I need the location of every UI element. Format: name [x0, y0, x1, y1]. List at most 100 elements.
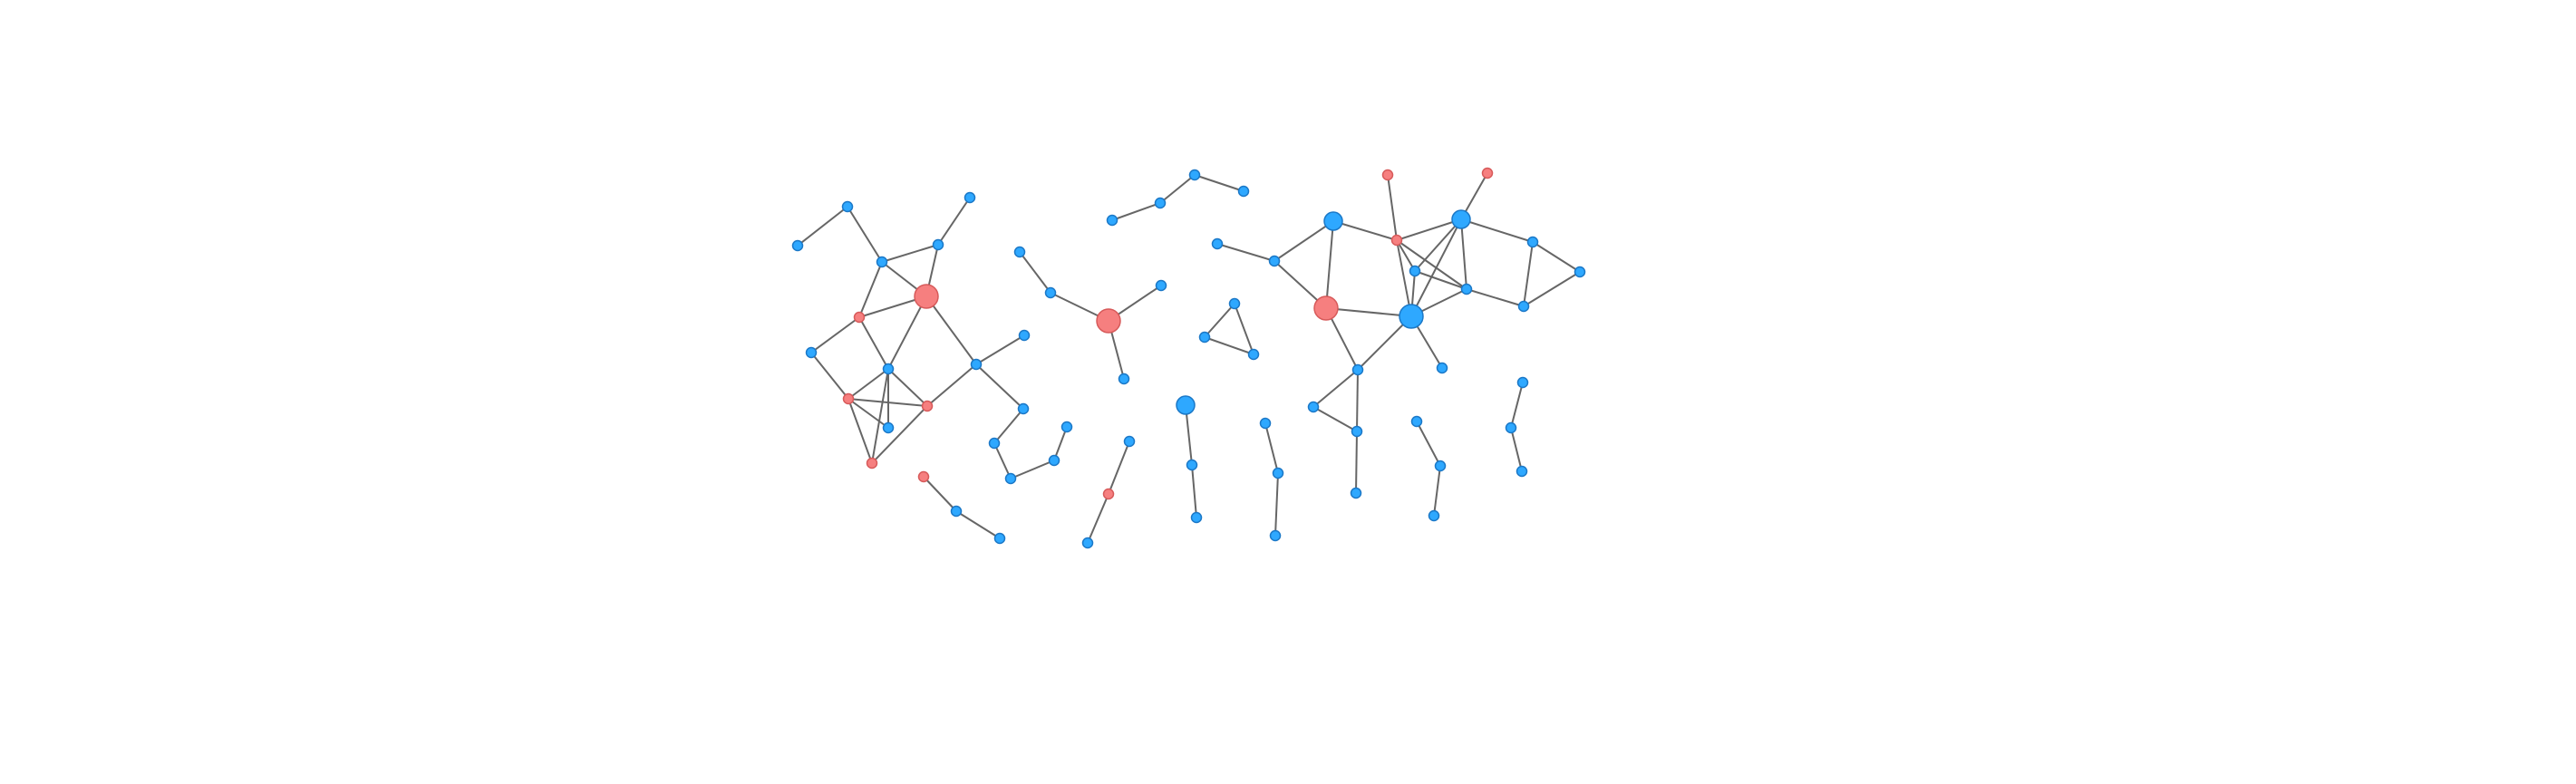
edge-n51-n60	[1357, 315, 1412, 371]
edge-n10-n12	[926, 363, 977, 407]
node-red-n58[interactable]	[1481, 167, 1494, 179]
edge-n16-n17	[993, 408, 1024, 444]
node-blue-n56[interactable]	[1517, 300, 1530, 313]
node-blue-n24[interactable]	[1013, 246, 1026, 258]
node-blue-n68[interactable]	[1505, 421, 1517, 434]
edge-n55-n56	[1523, 241, 1534, 307]
node-blue-n30[interactable]	[1154, 197, 1167, 209]
node-red-n6[interactable]	[914, 284, 939, 309]
edge-n22-n23	[955, 510, 1001, 539]
node-red-n37[interactable]	[1102, 488, 1115, 500]
node-blue-n41[interactable]	[1190, 511, 1203, 524]
node-blue-n45[interactable]	[1211, 237, 1224, 250]
node-blue-n69[interactable]	[1516, 465, 1528, 478]
node-blue-n46[interactable]	[1323, 211, 1343, 231]
edge-n46-n48	[1332, 220, 1398, 241]
edge-n49-n55	[1460, 218, 1534, 243]
node-blue-n26[interactable]	[1044, 286, 1057, 299]
edge-n42-n43	[1264, 422, 1279, 474]
node-blue-n10[interactable]	[970, 358, 983, 371]
node-blue-n60[interactable]	[1351, 363, 1364, 376]
node-blue-n52[interactable]	[1268, 255, 1281, 267]
edge-n48-n51	[1396, 239, 1412, 317]
edge-n67-n68	[1510, 382, 1524, 429]
edge-n7-n8	[810, 316, 860, 353]
node-blue-n23[interactable]	[993, 532, 1006, 545]
node-blue-n54[interactable]	[1460, 283, 1473, 295]
node-blue-n15[interactable]	[1018, 329, 1031, 342]
node-blue-n3[interactable]	[876, 256, 888, 268]
edge-n33-n35	[1234, 303, 1254, 355]
node-blue-n1[interactable]	[791, 239, 804, 252]
node-blue-n61[interactable]	[1307, 401, 1320, 413]
node-blue-n39[interactable]	[1176, 395, 1196, 415]
node-blue-n33[interactable]	[1228, 297, 1241, 310]
node-blue-n57[interactable]	[1574, 266, 1586, 278]
node-blue-n49[interactable]	[1451, 209, 1471, 229]
node-blue-n19[interactable]	[1048, 454, 1060, 467]
edge-n4-n5	[937, 197, 971, 246]
node-red-n48[interactable]	[1390, 234, 1403, 247]
edge-n50-n51	[1325, 307, 1412, 317]
edge-n53-n54	[1414, 270, 1467, 290]
node-red-n7[interactable]	[853, 311, 866, 324]
node-blue-n31[interactable]	[1188, 169, 1201, 181]
node-blue-n28[interactable]	[1118, 373, 1130, 385]
node-blue-n9[interactable]	[882, 363, 895, 375]
edge-n49-n54	[1460, 218, 1467, 290]
node-blue-n29[interactable]	[1106, 214, 1119, 227]
node-blue-n65[interactable]	[1434, 460, 1447, 472]
node-red-n25[interactable]	[1096, 308, 1121, 334]
node-blue-n62[interactable]	[1351, 425, 1363, 438]
node-blue-n53[interactable]	[1409, 265, 1421, 277]
node-blue-n8[interactable]	[805, 346, 818, 359]
node-blue-n44[interactable]	[1269, 529, 1282, 542]
edge-n43-n44	[1274, 472, 1279, 537]
edge-n48-n53	[1396, 239, 1416, 272]
node-blue-n13[interactable]	[882, 421, 895, 434]
node-blue-n55[interactable]	[1526, 236, 1539, 248]
node-red-n21[interactable]	[917, 470, 930, 483]
node-blue-n32[interactable]	[1237, 185, 1250, 198]
edge-n6-n9	[887, 295, 927, 370]
node-blue-n2[interactable]	[841, 200, 854, 213]
edge-n24-n26	[1019, 251, 1051, 294]
node-blue-n22[interactable]	[950, 505, 963, 518]
node-blue-n5[interactable]	[964, 191, 976, 204]
node-blue-n64[interactable]	[1410, 415, 1423, 428]
node-blue-n59[interactable]	[1436, 362, 1448, 374]
node-blue-n38[interactable]	[1081, 537, 1094, 549]
edge-n37-n38	[1087, 493, 1109, 544]
edge-n56-n57	[1523, 271, 1581, 307]
node-blue-n34[interactable]	[1198, 331, 1211, 344]
edge-n8-n11	[810, 352, 849, 400]
node-blue-n18[interactable]	[1004, 472, 1017, 485]
edge-n40-n41	[1191, 464, 1197, 518]
node-red-n14[interactable]	[866, 457, 878, 469]
edge-n49-n51	[1410, 218, 1462, 317]
node-red-n12[interactable]	[921, 400, 934, 412]
node-blue-n40[interactable]	[1186, 459, 1198, 471]
node-blue-n17[interactable]	[988, 437, 1001, 450]
edge-n3-n7	[858, 261, 883, 318]
node-blue-n35[interactable]	[1247, 348, 1260, 361]
node-blue-n36[interactable]	[1123, 435, 1136, 448]
node-blue-n67[interactable]	[1516, 376, 1529, 389]
node-blue-n27[interactable]	[1155, 279, 1167, 292]
node-blue-n66[interactable]	[1428, 509, 1440, 522]
node-red-n11[interactable]	[842, 392, 855, 405]
edge-n47-n48	[1387, 174, 1398, 241]
edge-n29-n30	[1111, 202, 1161, 221]
node-blue-n63[interactable]	[1350, 487, 1362, 499]
edge-n34-n35	[1204, 336, 1254, 355]
node-blue-n16[interactable]	[1017, 402, 1030, 415]
node-blue-n20[interactable]	[1060, 421, 1073, 433]
edge-n31-n32	[1194, 174, 1244, 192]
node-blue-n4[interactable]	[932, 238, 944, 251]
node-red-n47[interactable]	[1381, 169, 1394, 181]
node-blue-n42[interactable]	[1259, 417, 1272, 430]
node-blue-n51[interactable]	[1399, 304, 1424, 329]
node-red-n50[interactable]	[1313, 295, 1339, 321]
node-blue-n43[interactable]	[1272, 467, 1284, 479]
